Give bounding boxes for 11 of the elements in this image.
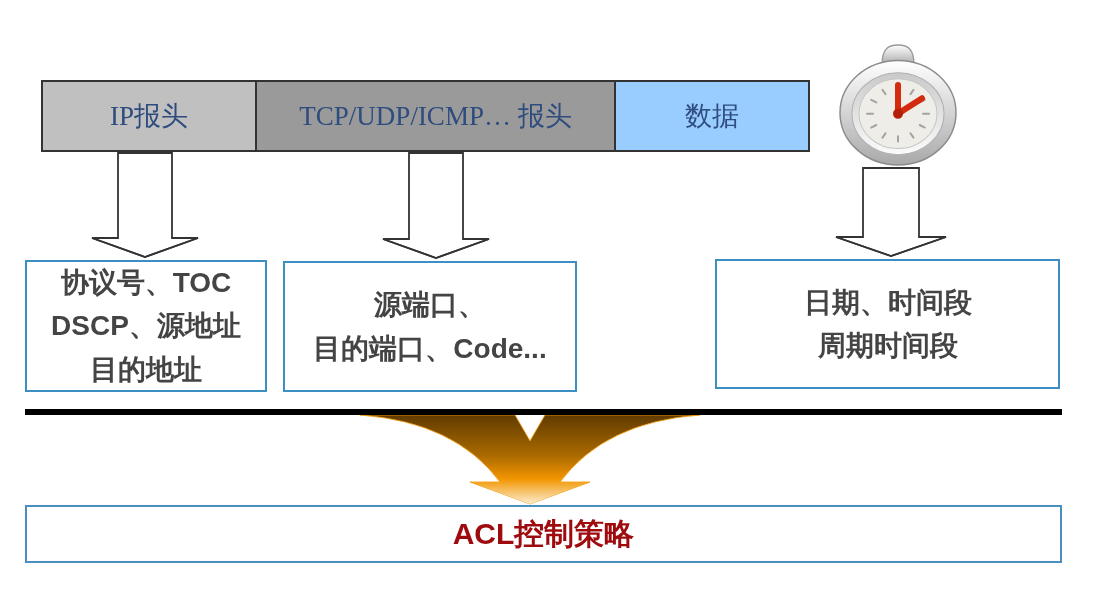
stopwatch-icon [838,44,958,166]
criteria-box: 日期、时间段周期时间段 [715,259,1060,389]
criteria-box: 协议号、TOC DSCP、源地址目的地址 [25,260,267,392]
block-arrow [382,152,490,259]
block-arrow [835,167,947,257]
policy-box: ACL控制策略 [25,505,1062,563]
header-field: IP报头 [41,80,257,152]
criteria-box: 源端口、目的端口、Code... [283,261,577,392]
data-field: 数据 [614,80,810,152]
block-arrow [91,152,199,258]
header-field: TCP/UDP/ICMP… 报头 [255,80,616,152]
